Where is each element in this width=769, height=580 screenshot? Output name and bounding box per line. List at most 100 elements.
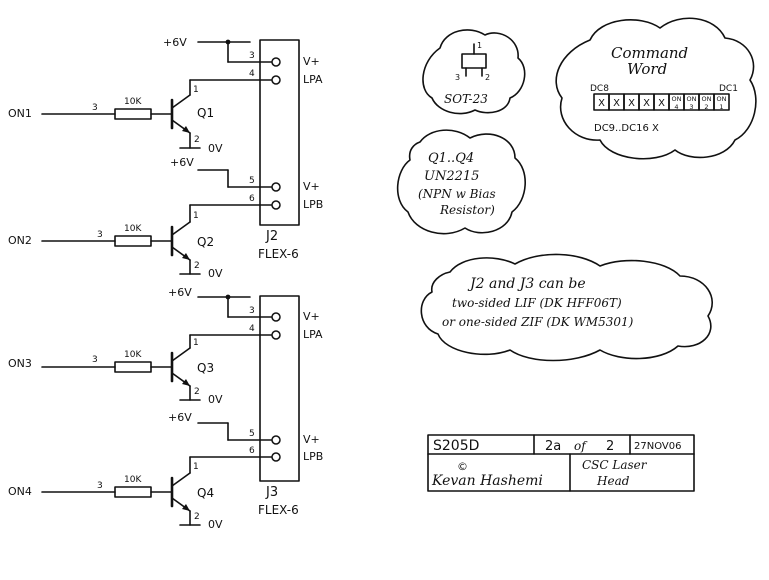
- connector-j3-pin-5-label: V+: [303, 433, 320, 446]
- connector-j3-body: [259, 295, 300, 482]
- base-pin-num: 3: [97, 230, 103, 240]
- emitter-pin-num: 2: [194, 512, 200, 522]
- sot23-pin1: 1: [477, 41, 482, 50]
- collector-pin-num: 1: [193, 462, 199, 472]
- transistor-q1-stage: ON1 3 10K 1 2 Q1 0V: [8, 79, 223, 155]
- connector-j2-name: J2: [265, 229, 278, 244]
- connector-j3-pin-4-num: 4: [249, 324, 255, 334]
- connector-j2-pin-5-num: 5: [249, 176, 255, 186]
- power-rail-4: +6V: [168, 411, 229, 441]
- power-rail-1: +6V: [163, 36, 251, 63]
- title-block-frame: [427, 434, 695, 492]
- resistor-r2-value: 10K: [124, 224, 142, 234]
- collector-pin-num: 1: [193, 85, 199, 95]
- transistor-q3-label: Q3: [197, 361, 214, 375]
- rail-label: +6V: [170, 156, 194, 169]
- svg-text:X: X: [658, 98, 665, 109]
- connector-j2-pin-4-num: 4: [249, 69, 255, 79]
- connector-j3-name: J3: [265, 485, 278, 500]
- command-word-bit: X: [653, 93, 670, 111]
- connector-j2-pin-4: [271, 75, 281, 85]
- transistor-q4-stage: ON4 3 10K 1 2 Q4 0V: [8, 456, 223, 531]
- transistor-note-line1: Q1..Q4: [428, 151, 474, 166]
- svg-text:X: X: [628, 98, 635, 109]
- connector-j3: 3 V+ 4 LPA 5 V+ 6 LPB J3 FLEX-6: [189, 295, 323, 517]
- base-pin-num: 3: [92, 103, 98, 113]
- command-word-title-2: Word: [627, 60, 667, 78]
- ground-label: 0V: [208, 142, 223, 155]
- transistor-q2-label: Q2: [197, 235, 214, 249]
- emitter-pin-num: 2: [194, 261, 200, 271]
- connector-j3-pin-3-num: 3: [249, 306, 255, 316]
- author-signature: Kevan Hashemi: [431, 473, 543, 489]
- base-pin-num: 3: [92, 355, 98, 365]
- drawing-title-2: Head: [596, 474, 630, 488]
- connector-j2-pin-3-num: 3: [249, 51, 255, 61]
- sheet-total: 2: [606, 439, 614, 454]
- command-word-cloud: [555, 17, 757, 160]
- title-block: S205D 2a of 2 27NOV06 © Kevan Hashemi CS…: [427, 434, 695, 492]
- resistor-r1-value: 10K: [124, 97, 142, 107]
- connector-j2-body: [259, 39, 300, 226]
- power-rail-3: +6V: [168, 286, 251, 318]
- connector-j3-pin-5: [271, 435, 281, 445]
- connector-note-line3: or one-sided ZIF (DK WM5301): [442, 315, 634, 329]
- connector-j2-pin-6-num: 6: [249, 194, 255, 204]
- connector-j3-type: FLEX-6: [258, 503, 299, 517]
- svg-text:X: X: [613, 98, 620, 109]
- connector-note-line2: two-sided LIF (DK HFF06T): [452, 296, 622, 310]
- connector-note: J2 and J3 can be two-sided LIF (DK HFF06…: [420, 253, 713, 362]
- connector-j3-pin-3-label: V+: [303, 310, 320, 323]
- svg-text:ON: ON: [717, 95, 727, 103]
- svg-text:X: X: [598, 98, 605, 109]
- command-word-left-label: DC8: [590, 84, 609, 94]
- connector-note-cloud: [420, 253, 713, 362]
- svg-text:X: X: [643, 98, 650, 109]
- command-word-bit: X: [593, 93, 610, 111]
- command-word-footer: DC9..DC16 X: [594, 123, 659, 134]
- resistor-r4-value: 10K: [124, 475, 142, 485]
- connector-j2-type: FLEX-6: [258, 247, 299, 261]
- collector-pin-num: 1: [193, 211, 199, 221]
- command-word-bit: ON3: [683, 93, 700, 111]
- input-label-on3: ON3: [8, 357, 32, 370]
- rail-label: +6V: [168, 286, 192, 299]
- resistor-r4: [114, 486, 152, 498]
- command-word-title-1: Command: [611, 44, 688, 62]
- power-rail-2: +6V: [170, 156, 229, 188]
- connector-note-line1: J2 and J3 can be: [467, 276, 586, 292]
- svg-text:ON: ON: [687, 95, 697, 103]
- ground-label: 0V: [208, 393, 223, 406]
- input-label-on2: ON2: [8, 234, 32, 247]
- command-word-bit: X: [623, 93, 640, 111]
- transistor-note-line3: (NPN w Bias: [418, 187, 496, 201]
- drawing-number: S205D: [433, 438, 479, 454]
- command-word-bit: ON2: [698, 93, 715, 111]
- connector-j3-pin-5-num: 5: [249, 429, 255, 439]
- sot23-package-icon: [461, 53, 487, 69]
- command-word-bit: X: [608, 93, 625, 111]
- svg-text:1: 1: [719, 103, 723, 111]
- svg-text:ON: ON: [672, 95, 682, 103]
- copyright-symbol: ©: [457, 460, 468, 473]
- transistor-note: Q1..Q4 UN2215 (NPN w Bias Resistor): [396, 129, 526, 235]
- connector-j3-pin-6: [271, 452, 281, 462]
- connector-j3-pin-6-num: 6: [249, 446, 255, 456]
- sheet-number: 2a: [545, 439, 561, 454]
- command-word-bit: X: [638, 93, 655, 111]
- transistor-note-cloud: [396, 129, 526, 235]
- rail-label: +6V: [163, 36, 187, 49]
- resistor-r2: [114, 235, 152, 247]
- connector-j3-pin-6-label: LPB: [303, 450, 323, 463]
- base-pin-num: 3: [97, 481, 103, 491]
- emitter-pin-num: 2: [194, 135, 200, 145]
- sot23-cloud: [422, 29, 526, 115]
- emitter-pin-num: 2: [194, 387, 200, 397]
- svg-text:ON: ON: [702, 95, 712, 103]
- connector-j3-pin-3: [271, 312, 281, 322]
- connector-j2-pin-4-label: LPA: [303, 73, 323, 86]
- ground-label: 0V: [208, 518, 223, 531]
- sot23-pin2: 2: [485, 73, 490, 82]
